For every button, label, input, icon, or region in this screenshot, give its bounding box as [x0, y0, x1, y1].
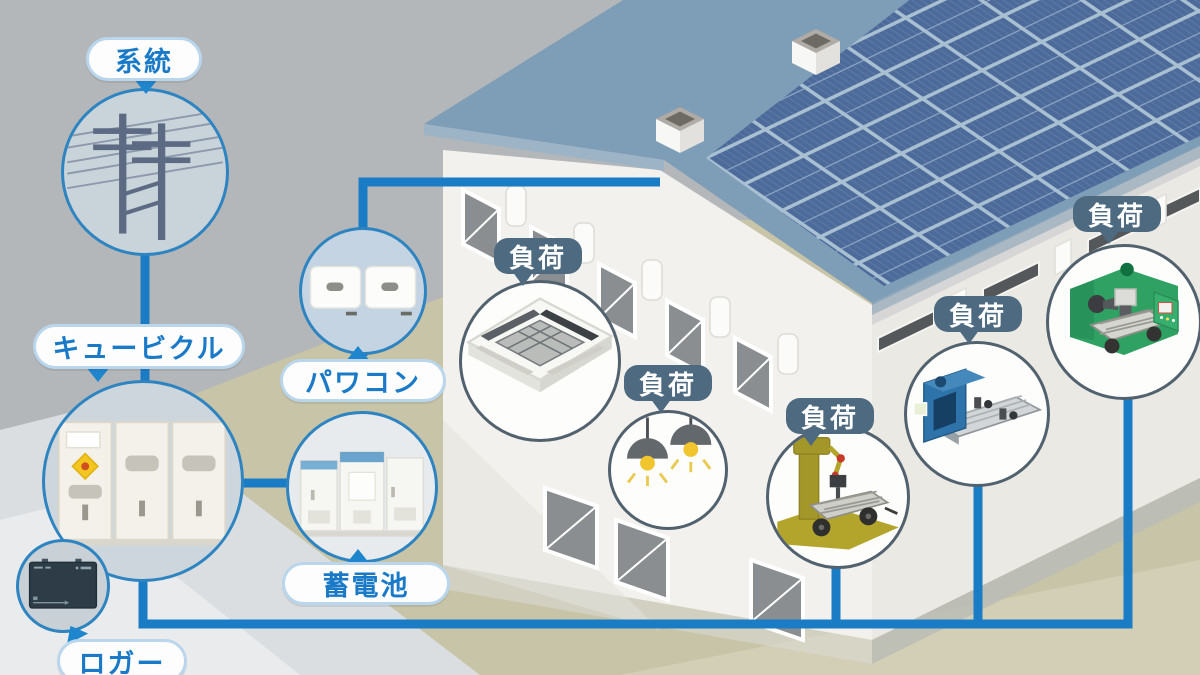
grid-pointer-icon	[134, 79, 158, 94]
battery-pointer-icon	[346, 549, 370, 564]
cnc-machine-icon	[1070, 262, 1179, 355]
load-badge-lights-tail-icon	[650, 398, 672, 413]
load-badge-drill: 負荷	[786, 398, 874, 434]
load-conveyor-circle	[904, 341, 1050, 487]
conveyor-icon	[913, 368, 1043, 445]
logger-icon	[28, 558, 98, 609]
logger-label-text: ロガー	[78, 648, 166, 675]
load-badge-ac-tail-icon	[512, 271, 534, 286]
grid-label: 系統	[86, 37, 202, 81]
load-cnc-circle	[1046, 244, 1200, 400]
load-badge-text: 負荷	[1087, 201, 1146, 232]
factory-building	[424, 0, 1200, 664]
pendant-lights-icon	[626, 413, 712, 486]
cubicle-cabinet-icon	[56, 421, 230, 546]
power-conditioner-circle	[299, 227, 427, 355]
load-badge-text: 負荷	[638, 370, 697, 401]
roof-vent	[656, 107, 704, 153]
load-badge-text: 負荷	[508, 243, 567, 274]
power-conditioner-pointer-icon	[346, 346, 370, 361]
line-load-bus	[138, 392, 1133, 629]
power-conditioner-icon	[309, 265, 417, 316]
load-badge-ac: 負荷	[494, 238, 582, 274]
load-badge-conveyor-tail-icon	[958, 329, 980, 344]
power-conditioner-label-text: パワコン	[305, 368, 421, 399]
power-conditioner-label: パワコン	[280, 359, 446, 402]
battery-circle	[286, 411, 438, 563]
drill-machine-icon	[777, 436, 899, 550]
load-ac-circle	[459, 280, 621, 442]
logger-label: ロガー	[57, 639, 187, 675]
load-badge-text: 負荷	[948, 301, 1007, 332]
load-badge-conveyor: 負荷	[934, 296, 1022, 332]
logger-circle	[16, 539, 110, 633]
load-badge-cnc-tail-icon	[1098, 229, 1120, 244]
load-drill-circle	[766, 425, 910, 569]
solar-panels	[706, 0, 1200, 286]
power-pole-icon	[67, 109, 223, 241]
battery-cabinet-icon	[297, 451, 427, 537]
roof-vent	[792, 29, 840, 75]
cubicle-pointer-icon	[86, 367, 110, 382]
cubicle-label: キュービクル	[33, 324, 245, 369]
load-badge-cnc: 負荷	[1073, 196, 1161, 232]
grid-label-text: 系統	[115, 46, 173, 78]
battery-label-text: 蓄電池	[322, 571, 410, 602]
load-badge-text: 負荷	[800, 403, 859, 434]
wall-vents	[505, 185, 799, 375]
load-badge-drill-tail-icon	[800, 431, 822, 446]
cubicle-label-text: キュービクル	[52, 334, 226, 365]
battery-label: 蓄電池	[282, 562, 450, 605]
grid-circle	[61, 88, 229, 256]
load-badge-lights: 負荷	[624, 365, 712, 401]
load-lights-circle	[608, 410, 728, 530]
air-conditioner-icon	[465, 297, 615, 393]
